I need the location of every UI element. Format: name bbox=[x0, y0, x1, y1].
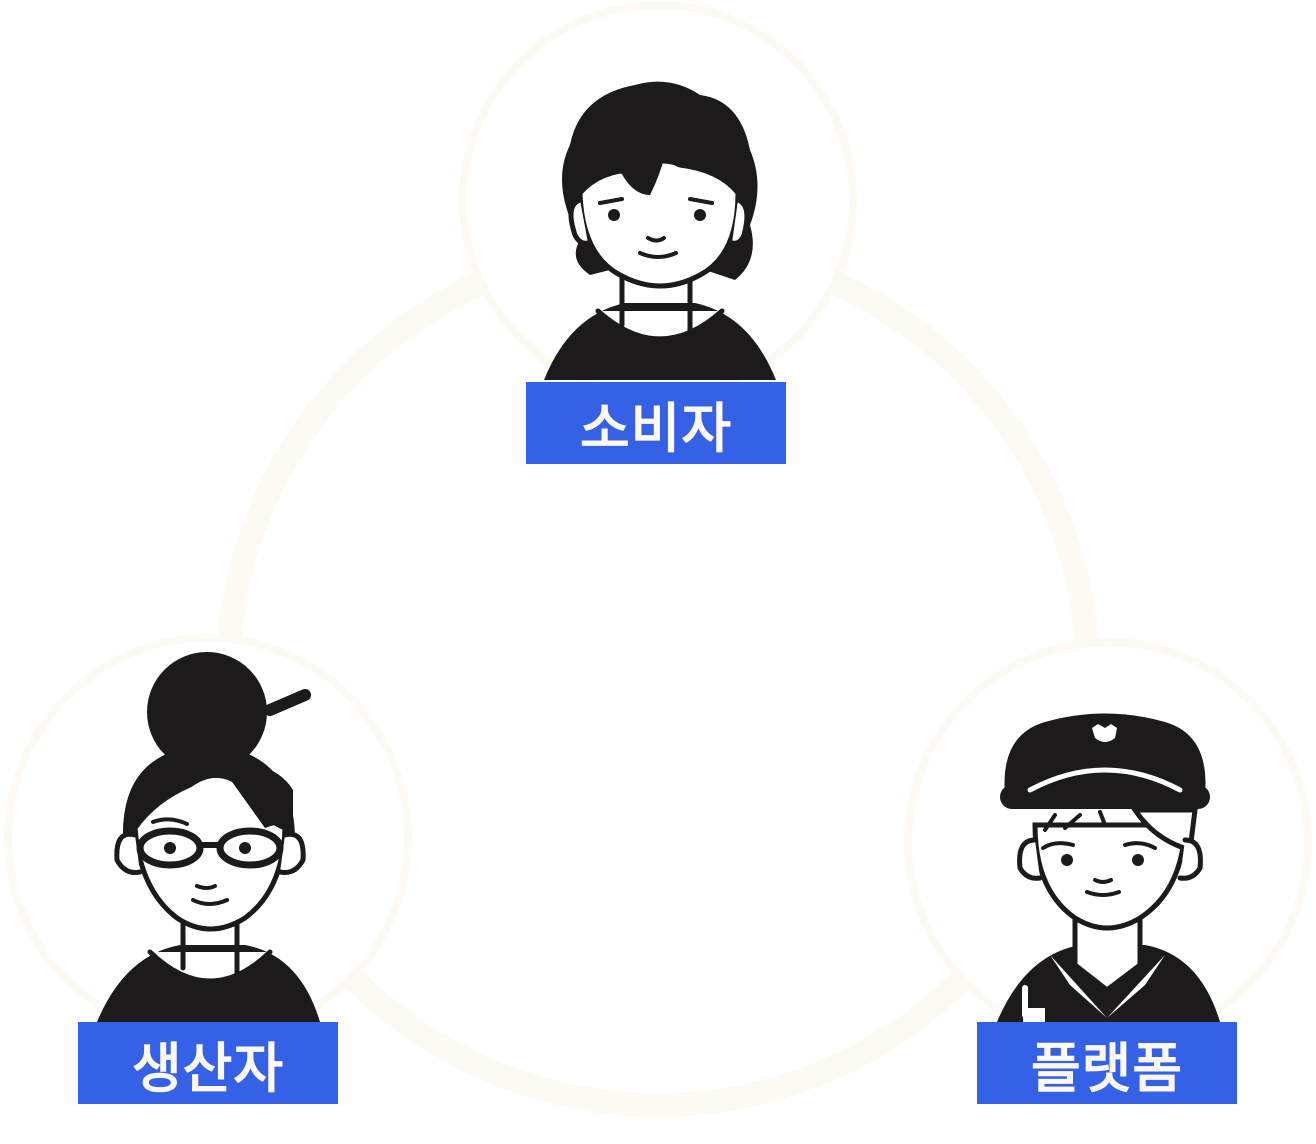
uniformed-officer-cap-avatar bbox=[997, 713, 1220, 1024]
platform-label: 플랫폼 bbox=[977, 1022, 1237, 1104]
woman-hair-bun-glasses-avatar bbox=[97, 652, 320, 1022]
woman-curly-hair-avatar bbox=[544, 81, 776, 380]
consumer-label: 소비자 bbox=[526, 382, 786, 464]
producer-label: 생산자 bbox=[78, 1022, 338, 1104]
